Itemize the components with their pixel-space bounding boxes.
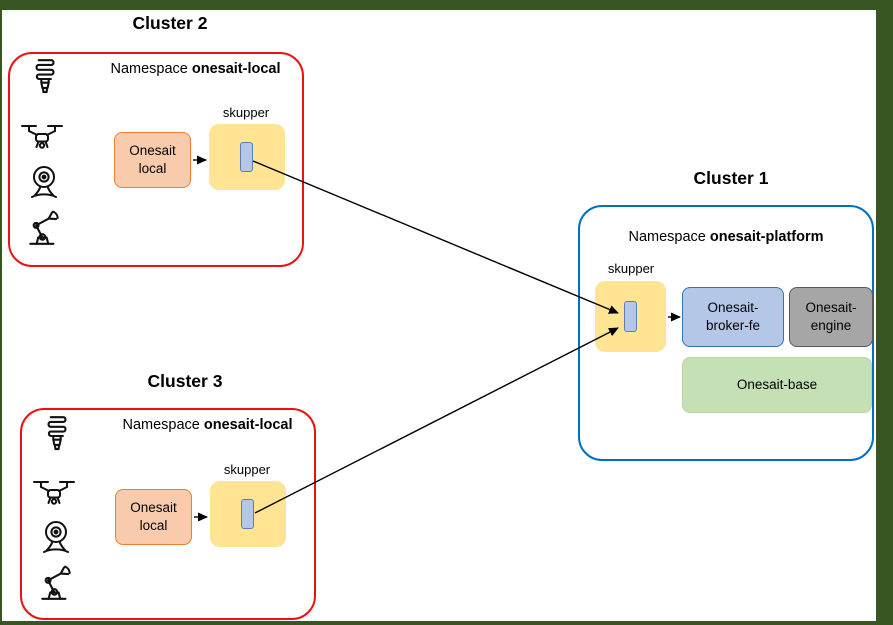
namespace-name: onesait-local [203, 417, 293, 433]
cluster1-title: Cluster 1 [693, 168, 769, 188]
onesait-broker-fe-box: Onesait- broker-fe [682, 287, 784, 347]
cluster3-skupper-label: skupper [223, 462, 271, 477]
cluster1-namespace: Namespace onesait-platform [598, 229, 854, 245]
cluster1-skupper-label: skupper [607, 261, 655, 276]
namespace-prefix: Namespace [110, 61, 188, 77]
namespace-name: onesait-platform [709, 229, 824, 245]
onesait-engine-box: Onesait- engine [789, 287, 873, 347]
cluster2-skupper-label: skupper [222, 105, 270, 120]
cluster3-namespace: Namespace onesait-local [100, 417, 315, 433]
namespace-prefix: Namespace [628, 229, 706, 245]
webcam-icon [27, 164, 61, 204]
cluster1-skupper-pod [624, 301, 637, 332]
drone-icon [32, 477, 76, 508]
namespace-name: onesait-local [191, 61, 281, 77]
cluster3-title: Cluster 3 [147, 371, 223, 391]
cfl-bulb-icon [40, 414, 74, 458]
robot-arm-icon [36, 563, 76, 603]
cluster2-app-box: Onesait local [114, 132, 191, 188]
onesait-base-box: Onesait-base [682, 357, 872, 413]
cluster2-namespace: Namespace onesait-local [88, 61, 303, 77]
robot-arm-icon [24, 208, 64, 248]
webcam-icon [39, 519, 73, 559]
cluster2-title: Cluster 2 [132, 13, 208, 33]
cluster3-app-box: Onesait local [115, 489, 192, 545]
cluster3-skupper-pod [241, 499, 254, 529]
cluster2-skupper-pod [240, 142, 253, 172]
namespace-prefix: Namespace [122, 417, 200, 433]
drone-icon [20, 121, 64, 152]
cfl-bulb-icon [28, 57, 62, 101]
